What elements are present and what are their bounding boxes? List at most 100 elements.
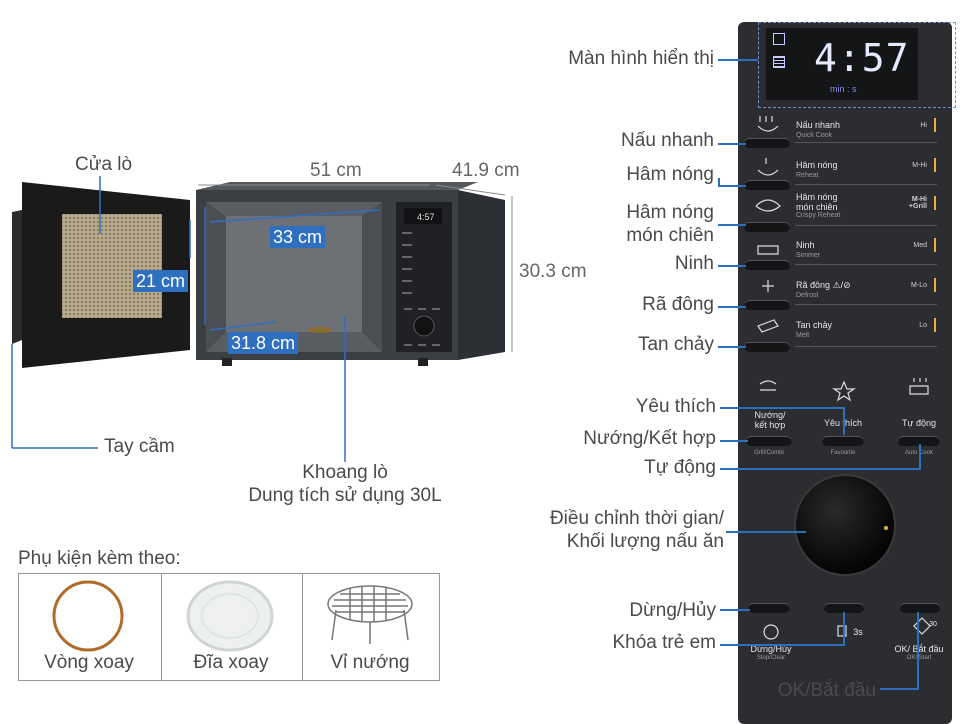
callout-line bbox=[720, 468, 920, 470]
svg-text:4:57: 4:57 bbox=[417, 212, 435, 222]
callout-line bbox=[919, 444, 921, 470]
child-lock-text: 3s bbox=[853, 627, 863, 637]
row-crispy-label-text: Hâm nóng món chiên bbox=[796, 192, 838, 212]
auto-cook-text: Tự động bbox=[901, 418, 937, 428]
cavity-label-line1: Khoang lò bbox=[302, 462, 388, 483]
row-simmer-indicator bbox=[934, 238, 936, 252]
callout-defrost: Rã đông bbox=[642, 294, 714, 315]
callout-reheat: Hâm nóng bbox=[626, 164, 714, 185]
callout-crispy: Hâm nóng món chiên bbox=[626, 202, 714, 248]
callout-child-lock: Khóa trẻ em bbox=[612, 632, 717, 653]
row-reheat-label: Hâm nóng bbox=[796, 160, 838, 170]
accessories-title: Phụ kiện kèm theo: bbox=[18, 548, 181, 569]
callout-grill-combi: Nướng/Kết hợp bbox=[583, 428, 716, 449]
callout-line bbox=[720, 644, 844, 646]
callout-quick-cook: Nấu nhanh bbox=[621, 130, 714, 151]
door-label: Cửa lò bbox=[75, 154, 133, 175]
roller-ring-icon bbox=[52, 580, 124, 652]
callout-simmer: Ninh bbox=[674, 253, 714, 274]
accessory-plate-label: Đĩa xoay bbox=[193, 652, 269, 673]
row-separator bbox=[795, 184, 937, 185]
row-reheat-sub: Reheat bbox=[796, 172, 819, 179]
handle-label: Tay cầm bbox=[104, 436, 175, 457]
callout-melt: Tan chảy bbox=[637, 334, 714, 355]
stop-clear-sub: Stop/Clear bbox=[756, 655, 786, 661]
melt-icon bbox=[757, 319, 779, 333]
stop-clear-text: Dừng/Hủy bbox=[750, 644, 792, 654]
row-melt-indicator bbox=[934, 318, 936, 332]
child-lock-button[interactable] bbox=[824, 603, 864, 613]
row-quick-cook-label: Nấu nhanh bbox=[796, 120, 841, 130]
callout-line bbox=[843, 407, 845, 435]
row-defrost-indicator bbox=[934, 278, 936, 292]
row-defrost-label: Rã đông ⚠/⊘ bbox=[796, 280, 851, 290]
display-door-icon bbox=[773, 33, 785, 45]
grill-combi-button[interactable] bbox=[746, 436, 792, 446]
callout-crispy-line1: Hâm nóng bbox=[626, 202, 714, 223]
row-quick-cook-indicator bbox=[934, 118, 936, 132]
defrost-button[interactable] bbox=[744, 300, 790, 310]
stop-icon bbox=[763, 624, 779, 640]
callout-line bbox=[718, 265, 746, 267]
grill-icon bbox=[759, 380, 777, 391]
ok-start-sub: OK/ Start bbox=[906, 655, 932, 661]
callout-line bbox=[726, 531, 806, 533]
accessory-divider-2 bbox=[302, 574, 303, 680]
dial-marker bbox=[884, 526, 888, 530]
callout-line bbox=[718, 346, 746, 348]
width-dimension: 51 cm bbox=[310, 160, 362, 181]
callout-dial-line2: Khối lượng nấu ăn bbox=[566, 530, 724, 552]
callout-display: Màn hình hiển thị bbox=[568, 48, 714, 69]
defrost-icon bbox=[762, 280, 774, 292]
lock-icon bbox=[837, 625, 847, 637]
row-simmer-val: Med bbox=[913, 242, 927, 249]
row-separator bbox=[795, 264, 937, 265]
reheat-button[interactable] bbox=[744, 180, 790, 190]
callout-line bbox=[720, 609, 750, 611]
row-separator bbox=[795, 346, 937, 347]
display-screen bbox=[766, 28, 918, 100]
callout-line bbox=[718, 143, 746, 145]
cavity-label-line2: Dung tích sử dụng 30L bbox=[248, 484, 442, 506]
crispy-reheat-button[interactable] bbox=[744, 222, 790, 232]
crispy-reheat-icon bbox=[755, 199, 781, 212]
stop-clear-button[interactable] bbox=[748, 603, 790, 613]
callout-line bbox=[718, 306, 746, 308]
cavity-label: Khoang lò Dung tích sử dụng 30L bbox=[230, 462, 460, 508]
callout-crispy-line2: món chiên bbox=[626, 224, 714, 246]
body-dial bbox=[413, 315, 435, 337]
callout-stop-clear: Dừng/Hủy bbox=[629, 600, 716, 621]
auto-cook-button[interactable] bbox=[898, 436, 940, 446]
callout-auto-cook: Tự động bbox=[644, 457, 716, 478]
auto-cook-icon bbox=[909, 378, 929, 395]
row-reheat-indicator bbox=[934, 158, 936, 172]
quick-cook-button[interactable] bbox=[744, 138, 790, 148]
depth-dimension: 41.9 cm bbox=[452, 160, 520, 181]
ok-start-button[interactable] bbox=[900, 603, 940, 613]
row-defrost-val: M-Lo bbox=[911, 282, 927, 289]
row-separator bbox=[795, 304, 937, 305]
display-highlight-box bbox=[758, 22, 956, 108]
accessories-box bbox=[18, 573, 440, 681]
grill-combi-text: Nướng/ kết hợp bbox=[754, 410, 786, 430]
ok-start-text: OK/ Bắt đầu bbox=[894, 644, 944, 654]
grill-rack-icon bbox=[327, 585, 413, 644]
display-time-unit: min : s bbox=[830, 84, 857, 94]
simmer-button[interactable] bbox=[744, 260, 790, 270]
row-melt-val: Lo bbox=[919, 322, 927, 329]
melt-button[interactable] bbox=[744, 342, 790, 352]
callout-line bbox=[843, 612, 845, 646]
row-quick-cook-sub: Quick Cook bbox=[796, 132, 833, 139]
callout-line bbox=[917, 612, 919, 690]
reheat-icon bbox=[757, 158, 779, 176]
control-dial[interactable] bbox=[796, 476, 894, 574]
callout-favourite: Yêu thích bbox=[635, 396, 716, 417]
callout-line bbox=[880, 688, 918, 690]
favourite-button[interactable] bbox=[822, 436, 864, 446]
turntable-plate-icon bbox=[186, 580, 274, 652]
callout-dial-line1: Điều chỉnh thời gian/ bbox=[549, 508, 724, 529]
row-separator bbox=[795, 142, 937, 143]
accessory-ring-label: Vòng xoay bbox=[44, 652, 134, 673]
favourite-sub: Favourite bbox=[830, 450, 856, 456]
